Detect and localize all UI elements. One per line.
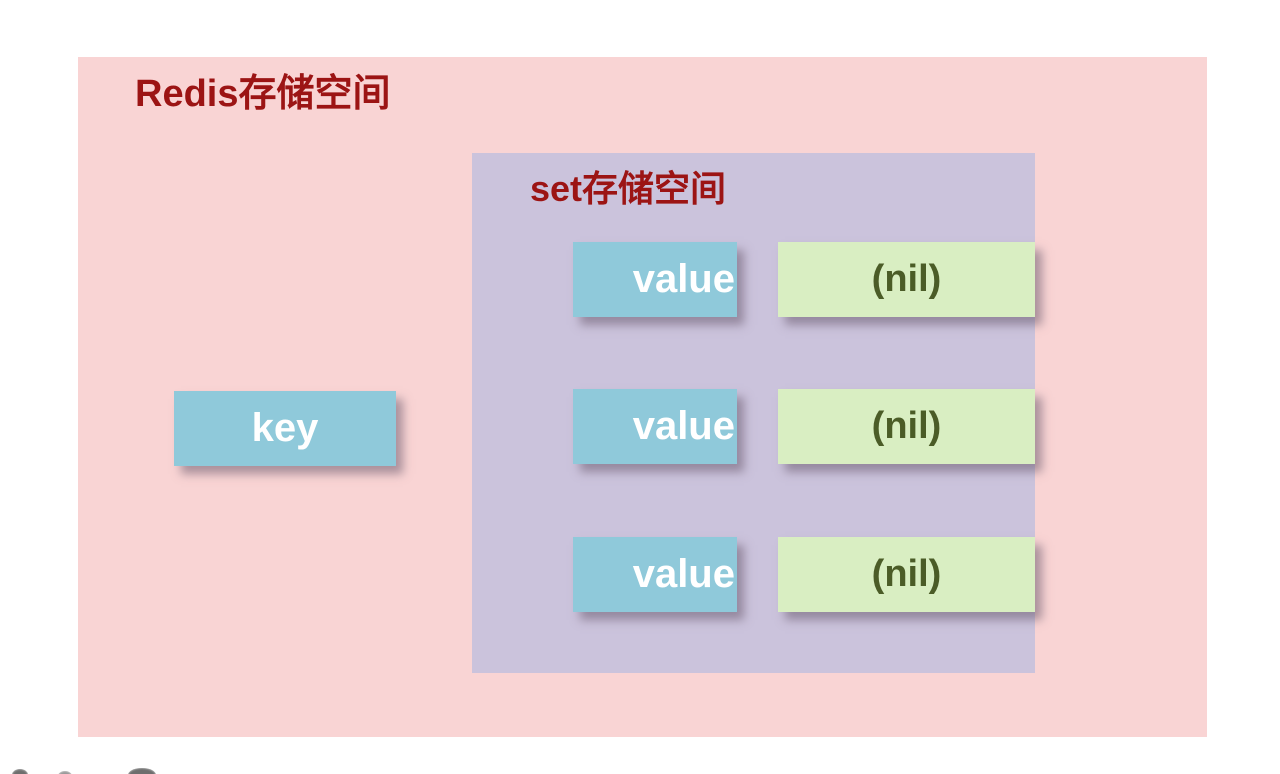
value-label: value (632, 552, 735, 596)
key-label: key (251, 406, 319, 450)
value-label: value (632, 404, 735, 448)
nil-label: (nil) (871, 553, 942, 595)
set-title-prefix: set (530, 168, 583, 209)
nil-label: (nil) (871, 405, 942, 447)
cropped-partial-icon (128, 768, 156, 774)
value-label: value (632, 257, 735, 301)
cropped-partial-icon (58, 771, 72, 774)
redis-title-suffix: 存储空间 (238, 73, 391, 115)
nil-box: (nil) (778, 537, 1035, 612)
nil-box: (nil) (778, 389, 1035, 464)
set-title-suffix: 存储空间 (582, 169, 727, 209)
nil-box: (nil) (778, 242, 1035, 317)
value-box: value (573, 242, 737, 317)
value-box: value (573, 537, 737, 612)
redis-title-prefix: Redis (135, 73, 239, 115)
nil-label: (nil) (871, 258, 942, 300)
key-box: key (174, 391, 396, 466)
value-box: value (573, 389, 737, 464)
set-storage-space-title: set存储空间 (530, 168, 726, 210)
redis-storage-space-title: Redis存储空间 (135, 72, 391, 116)
cropped-partial-icon (12, 769, 28, 774)
